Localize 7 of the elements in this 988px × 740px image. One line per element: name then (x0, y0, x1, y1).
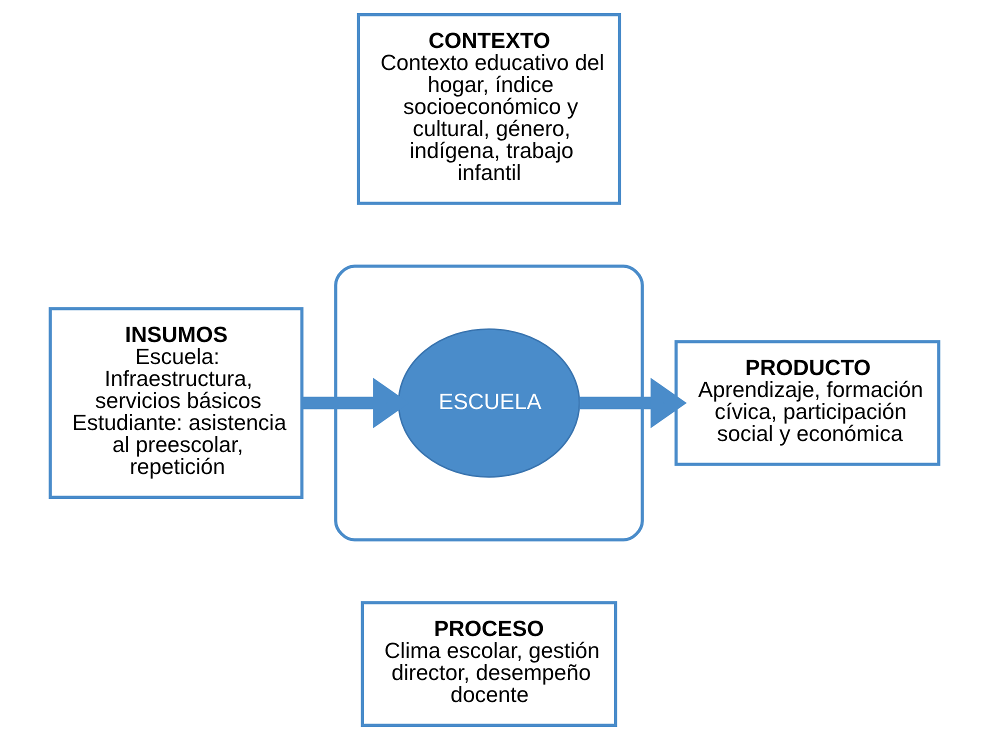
node-ellipse: ESCUELA (397, 328, 580, 478)
cluster (334, 264, 644, 542)
node-box: PRODUCTO Aprendizaje, formación cívica, participación social y económica (674, 340, 940, 466)
node-box: INSUMOS Escuela: Infraestructura, servicios básicos Estudiante: asistencia al preescolar, repetición (48, 307, 303, 499)
arrow (579, 378, 686, 428)
node-box: CONTEXTO Contexto educativo del hogar, índice socioeconómico y cultural, género, indígena, trabajo infantil (356, 13, 621, 205)
node-box: PROCESO Clima escolar, gestión director, desempeño docente (360, 601, 617, 727)
